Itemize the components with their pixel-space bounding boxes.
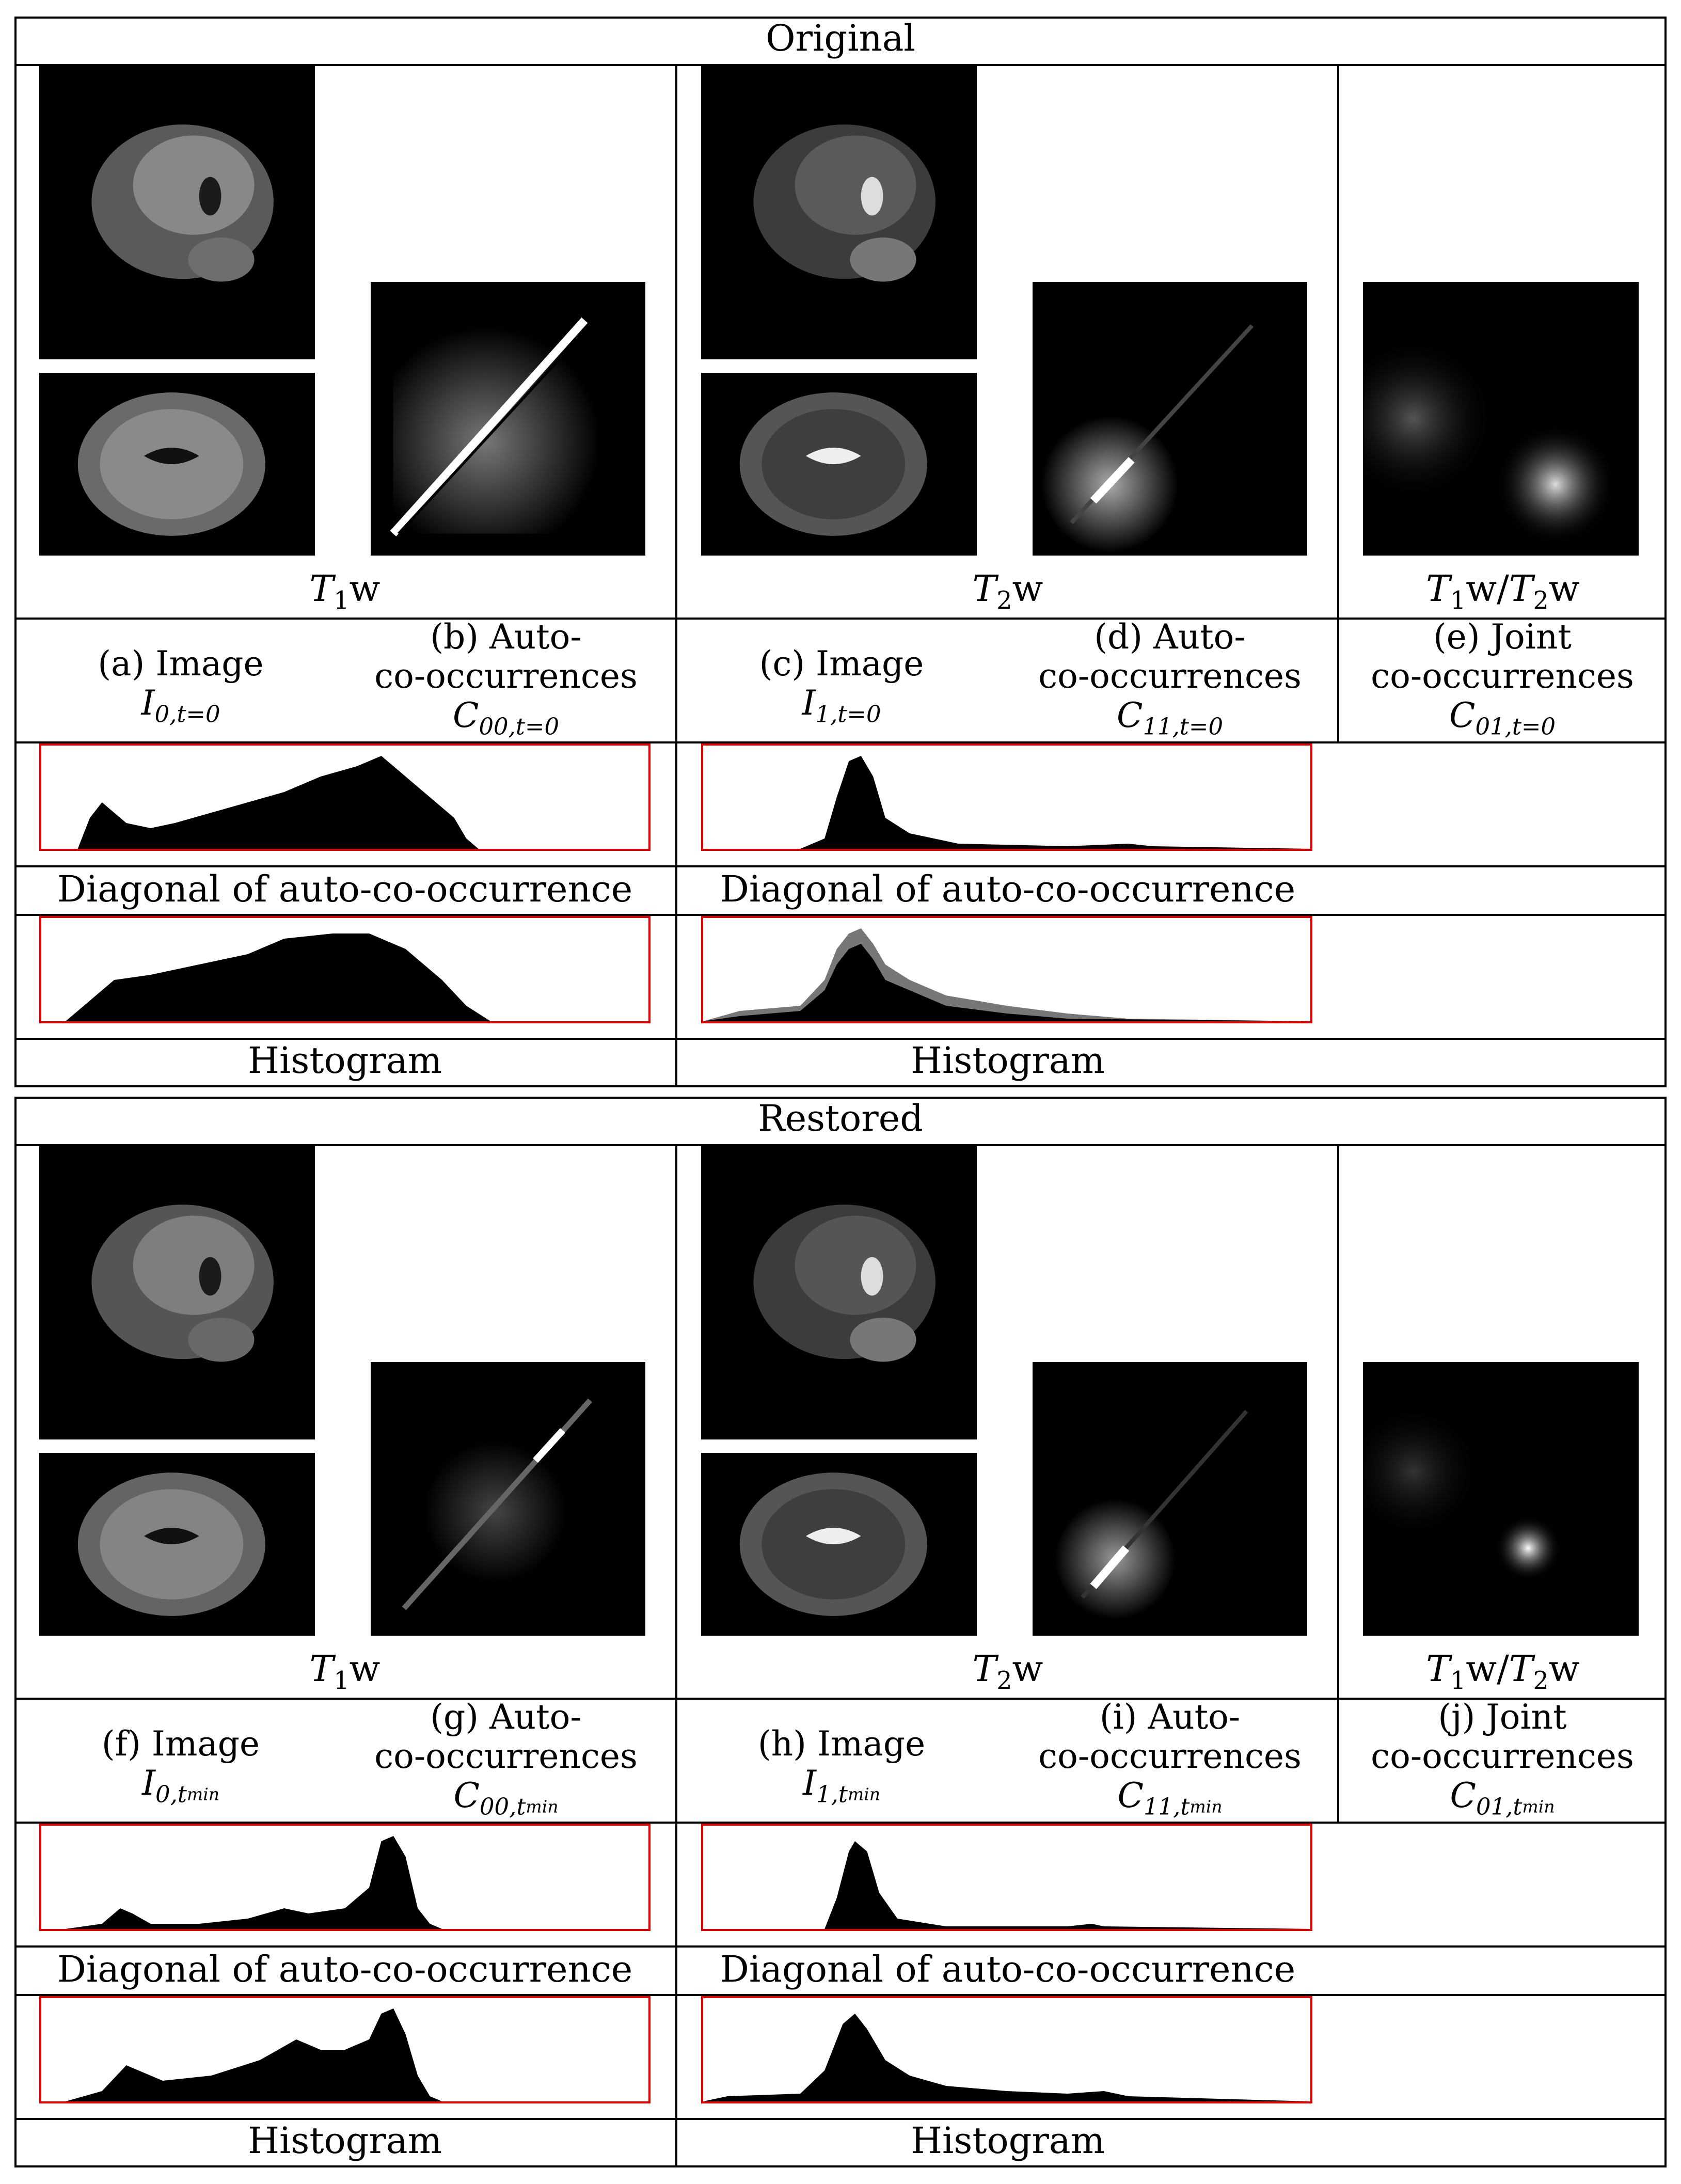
modality-label-t1w: T1w: [309, 567, 380, 615]
t2w-diagonal-label: Diagonal of auto-co-occurrence: [720, 1948, 1296, 1990]
t2w-diagonal-plot: [701, 1824, 1312, 1931]
t2w-diagonal-plot: [701, 743, 1312, 851]
t2w-axial-image: [701, 1453, 977, 1636]
t2w-auto-cooccurrence: [1033, 1362, 1307, 1636]
t1w-histogram: [39, 916, 651, 1023]
t1w-sagittal-image: [39, 66, 315, 359]
t1w-histogram: [39, 1996, 651, 2103]
t1w-axial-image: [39, 1453, 315, 1636]
modality-label-t2w: T2w: [972, 567, 1043, 615]
caption-h: (h) Image I1,tmin: [757, 1724, 926, 1808]
t1w-diagonal-plot: [39, 743, 651, 851]
t2w-histogram-label: Histogram: [910, 1039, 1105, 1082]
caption-g: (g) Auto- co-occurrences C00,tmin: [374, 1697, 638, 1821]
caption-c: (c) Image I1,t=0: [759, 644, 924, 728]
caption-a: (a) Image I0,t=0: [98, 644, 264, 728]
t2w-histogram-label: Histogram: [910, 2119, 1105, 2162]
t1w-histogram-label: Histogram: [247, 1039, 442, 1082]
t1w-auto-cooccurrence: [371, 282, 645, 556]
modality-label-t2w: T2w: [972, 1648, 1043, 1696]
t1w-sagittal-image: [39, 1146, 315, 1439]
t1w-axial-image: [39, 373, 315, 556]
section-title: Original: [766, 17, 915, 59]
t2w-sagittal-image: [701, 1146, 977, 1439]
caption-b: (b) Auto- co-occurrences C00,t=0: [374, 617, 638, 740]
t2w-auto-cooccurrence: [1033, 282, 1307, 556]
t2w-sagittal-image: [701, 66, 977, 359]
t2w-diagonal-label: Diagonal of auto-co-occurrence: [720, 868, 1296, 910]
t2w-axial-image: [701, 373, 977, 556]
caption-f: (f) Image I0,tmin: [101, 1724, 260, 1808]
caption-d: (d) Auto- co-occurrences C11,t=0: [1038, 617, 1302, 740]
joint-cooccurrence: [1363, 282, 1639, 556]
modality-label-joint: T1w/T2w: [1426, 1648, 1580, 1696]
t1w-histogram-label: Histogram: [247, 2119, 442, 2162]
modality-label-t1w: T1w: [309, 1648, 380, 1696]
section-frame: [14, 1097, 1667, 2167]
section-title: Restored: [757, 1097, 924, 1140]
t1w-diagonal-label: Diagonal of auto-co-occurrence: [57, 868, 633, 910]
t2w-histogram: [701, 1996, 1312, 2103]
caption-e: (e) Joint co-occurrences C01,t=0: [1371, 617, 1634, 740]
caption-j: (j) Joint co-occurrences C01,tmin: [1371, 1697, 1634, 1821]
caption-i: (i) Auto- co-occurrences C11,tmin: [1038, 1697, 1302, 1821]
section-frame: [14, 17, 1667, 1087]
t1w-diagonal-plot: [39, 1824, 651, 1931]
t2w-histogram: [701, 916, 1312, 1023]
modality-label-joint: T1w/T2w: [1426, 567, 1580, 615]
t1w-auto-cooccurrence: [371, 1362, 645, 1636]
joint-cooccurrence: [1363, 1362, 1639, 1636]
t1w-diagonal-label: Diagonal of auto-co-occurrence: [57, 1948, 633, 1990]
